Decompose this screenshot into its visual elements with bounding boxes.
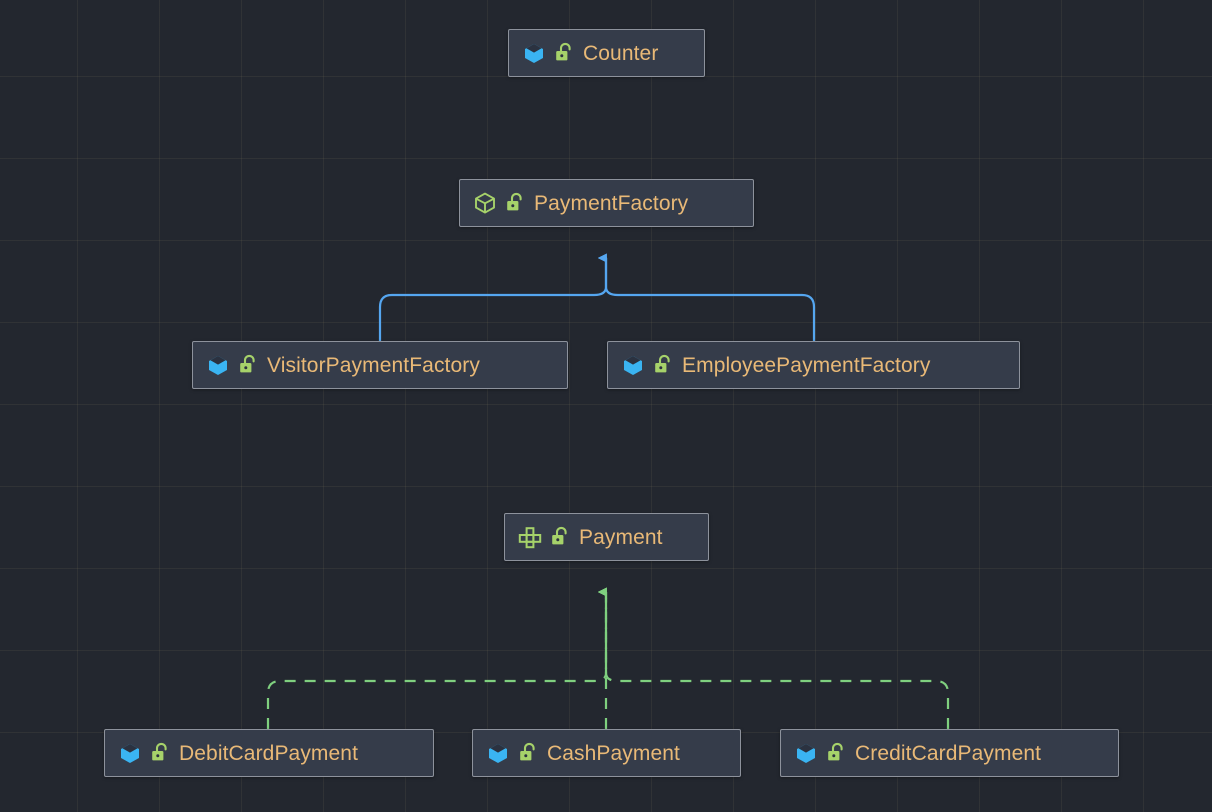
node-credit-card-payment[interactable]: CreditCardPayment [780, 729, 1119, 777]
edge-employee-to-factory [597, 253, 816, 343]
node-employee-payment-factory[interactable]: EmployeePaymentFactory [607, 341, 1020, 389]
open-padlock-icon [507, 192, 522, 211]
node-cash-payment[interactable]: CashPayment [472, 729, 741, 777]
open-padlock-icon [556, 42, 571, 61]
open-padlock-icon [828, 742, 843, 761]
filled-cube-icon [525, 44, 543, 63]
node-counter[interactable]: Counter [508, 29, 705, 77]
outlined-cube-icon [475, 192, 495, 214]
node-payment[interactable]: Payment [504, 513, 709, 561]
open-padlock-icon [520, 742, 535, 761]
node-label: CreditCardPayment [855, 741, 1042, 765]
filled-cube-icon [209, 356, 227, 375]
interface-plus-icon [518, 527, 542, 549]
open-padlock-icon [552, 526, 567, 545]
open-padlock-icon [152, 742, 167, 761]
filled-cube-icon [489, 744, 507, 763]
open-padlock-icon [655, 354, 670, 373]
node-label: VisitorPaymentFactory [267, 353, 480, 377]
node-label: EmployeePaymentFactory [682, 353, 931, 377]
node-label: DebitCardPayment [179, 741, 359, 765]
node-label: CashPayment [547, 741, 680, 765]
node-label: Counter [583, 41, 659, 65]
node-label: PaymentFactory [534, 191, 689, 215]
open-padlock-icon [240, 354, 255, 373]
edge-realization-group [266, 587, 950, 729]
edge-debit-to-payment [266, 587, 608, 729]
filled-cube-icon [121, 744, 139, 763]
filled-cube-icon [797, 744, 815, 763]
node-payment-factory[interactable]: PaymentFactory [459, 179, 754, 227]
edge-inheritance-group [378, 253, 816, 343]
node-label: Payment [579, 525, 663, 549]
filled-cube-icon [624, 356, 642, 375]
node-visitor-payment-factory[interactable]: VisitorPaymentFactory [192, 341, 568, 389]
edge-visitor-to-factory [378, 253, 608, 343]
edge-credit-to-payment [597, 587, 950, 729]
node-debit-card-payment[interactable]: DebitCardPayment [104, 729, 434, 777]
